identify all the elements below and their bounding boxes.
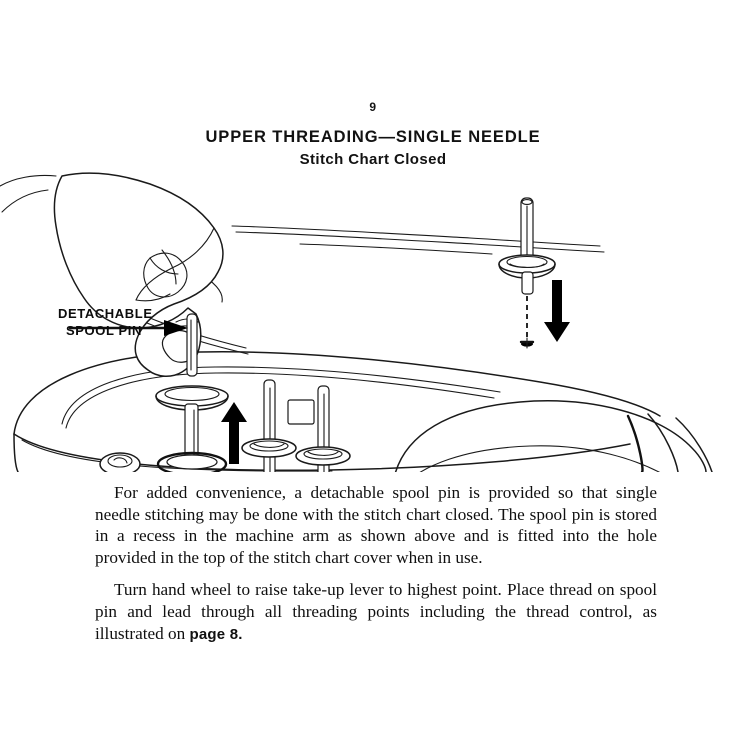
page-subtitle: Stitch Chart Closed	[299, 151, 447, 168]
left-illustration-group	[0, 172, 661, 472]
callout-leader-arrow	[68, 320, 188, 336]
callout-label-line1: DETACHABLE	[58, 306, 153, 321]
title-block: UPPER THREADING—SINGLE NEEDLE Stitch Cha…	[0, 128, 746, 168]
fixed-spool-pin-2	[295, 385, 351, 472]
detachable-spool-pin-right	[498, 197, 556, 295]
page-reference-link[interactable]: page 8.	[189, 625, 243, 643]
callout-detachable-spool-pin: DETACHABLE SPOOL PIN	[58, 305, 153, 339]
thread-control-dial	[99, 452, 141, 472]
right-illustration-group	[395, 197, 713, 472]
spool-pin-hole	[519, 337, 535, 349]
paragraph-2-text: Turn hand wheel to raise take-up lever t…	[95, 580, 657, 643]
lift-arrow-up	[221, 402, 247, 464]
illustration-svg: .ln { fill:none; stroke:#1a1a1a; stroke-…	[0, 172, 713, 472]
page-title: UPPER THREADING—SINGLE NEEDLE	[205, 128, 541, 146]
page-number: 9	[369, 100, 377, 114]
callout-label-line2: SPOOL PIN	[66, 323, 142, 338]
insert-arrow-down	[544, 280, 570, 342]
fixed-spool-pin-1	[241, 379, 297, 472]
illustration-figure: .ln { fill:none; stroke:#1a1a1a; stroke-…	[0, 172, 746, 472]
paragraph-2: Turn hand wheel to raise take-up lever t…	[95, 579, 657, 645]
paragraph-1: For added convenience, a detachable spoo…	[95, 483, 657, 567]
thread-guide-block	[287, 399, 315, 425]
detachable-spool-pin-left	[155, 313, 229, 472]
body-copy: For added convenience, a detachable spoo…	[95, 482, 657, 645]
